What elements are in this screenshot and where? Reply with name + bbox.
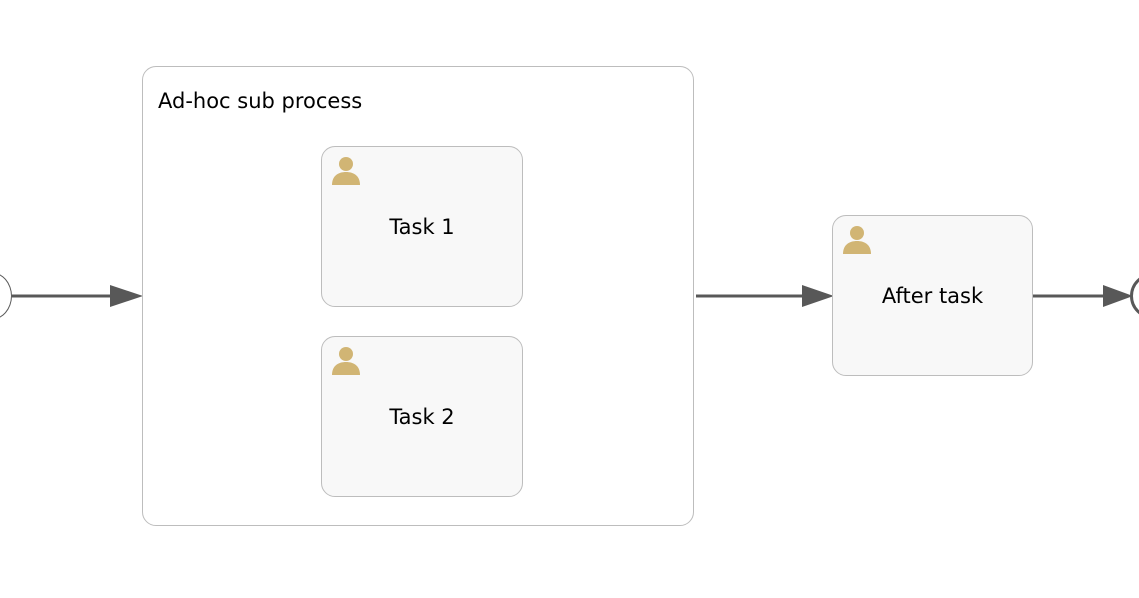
arrowhead-after-task — [802, 285, 834, 307]
task-label: After task — [881, 283, 984, 308]
subprocess-label: Ad-hoc sub process — [158, 89, 363, 113]
after-task[interactable]: After task — [832, 215, 1033, 376]
arrowhead-end — [1103, 285, 1133, 307]
user-icon — [332, 347, 360, 375]
task-label: Task 2 — [389, 404, 455, 429]
task-2[interactable]: Task 2 — [321, 336, 523, 497]
user-icon — [332, 157, 360, 185]
task-1[interactable]: Task 1 — [321, 146, 523, 307]
arrowhead-subprocess — [110, 285, 143, 307]
user-icon — [843, 226, 871, 254]
adhoc-subprocess[interactable]: Ad-hoc sub process Task 1 Task 2 — [142, 66, 694, 526]
task-label: Task 1 — [389, 214, 455, 239]
